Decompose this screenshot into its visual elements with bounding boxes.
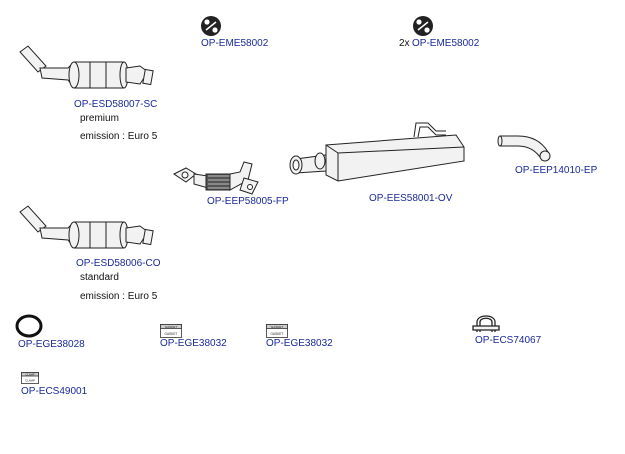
clamp-pack-badge-text: CLAMP <box>25 379 35 383</box>
clamp-pack-icon[interactable]: CLAMP CLAMP <box>21 372 39 384</box>
gasket-pack-badge-text: GASKET <box>165 332 178 336</box>
mount-part-code[interactable]: OP-EME58002 <box>201 38 269 49</box>
ring-gasket-icon[interactable] <box>14 314 44 338</box>
gasket-pack-top-text: GASKET <box>271 325 283 329</box>
dpf-premium-part-code[interactable]: OP-ESD58007-SC <box>74 99 158 110</box>
gasket-pack-badge-text: GASKET <box>271 332 284 336</box>
dpf-standard-part-code[interactable]: OP-ESD58006-CO <box>76 258 161 269</box>
particulate-filter-icon[interactable] <box>18 44 158 99</box>
dpf-premium-quality: premium <box>80 113 119 124</box>
rubber-mount-icon[interactable] <box>198 14 224 38</box>
gasket-pack-part-code[interactable]: OP-EGE38032 <box>160 338 227 349</box>
flex-pipe-part-code[interactable]: OP-EEP58005-FP <box>207 196 289 207</box>
tail-pipe-part-code[interactable]: OP-EEP14010-EP <box>515 165 598 176</box>
dpf-standard-quality: standard <box>80 272 119 283</box>
gasket-pack-icon[interactable]: GASKET GASKET <box>266 324 288 338</box>
mount-part-code[interactable]: OP-EME58002 <box>412 38 480 49</box>
gasket-pack-top-text: GASKET <box>165 325 177 329</box>
quantity-label: 2x <box>399 38 410 49</box>
gasket-pack-part-code[interactable]: OP-EGE38032 <box>266 338 333 349</box>
flex-pipe-icon[interactable] <box>172 160 260 196</box>
ring-gasket-part-code[interactable]: OP-EGE38028 <box>18 339 85 350</box>
rubber-mount-icon[interactable] <box>410 14 436 38</box>
particulate-filter-icon[interactable] <box>18 204 158 259</box>
u-clamp-icon[interactable] <box>471 310 501 334</box>
dpf-standard-emission: emission : Euro 5 <box>80 291 158 302</box>
rear-silencer-icon[interactable] <box>286 117 472 189</box>
rear-silencer-part-code[interactable]: OP-EES58001-OV <box>369 193 453 204</box>
clamp-pack-top-text: CLAMP <box>26 372 35 376</box>
gasket-pack-icon[interactable]: GASKET GASKET <box>160 324 182 338</box>
u-clamp-part-code[interactable]: OP-ECS74067 <box>475 335 542 346</box>
tail-pipe-icon[interactable] <box>497 132 554 164</box>
dpf-premium-emission: emission : Euro 5 <box>80 131 158 142</box>
clamp-pack-part-code[interactable]: OP-ECS49001 <box>21 386 88 397</box>
